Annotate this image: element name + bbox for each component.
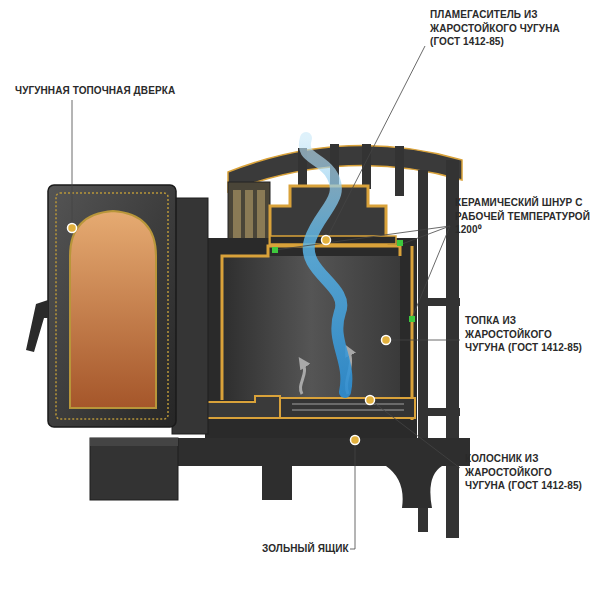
grate [280, 398, 415, 418]
firebox-cavity [222, 256, 400, 400]
leader-lines [72, 46, 460, 549]
callout-label: КОЛОСНИК ИЗ ЖАРОСТОЙКОГО ЧУГУНА (ГОСТ 14… [465, 452, 593, 493]
door-frame [172, 198, 208, 434]
callout-dots [68, 224, 391, 445]
gas-flow [305, 138, 347, 392]
panel-texture [233, 190, 265, 242]
callout-label: ЗОЛЬНЫЙ ЯЩИК [262, 542, 350, 556]
callout-label: ТОПКА ИЗ ЖАРОСТОЙКОГО ЧУГУНА (ГОСТ 1412-… [465, 314, 593, 355]
fire-door [48, 185, 176, 427]
cord-marks [272, 240, 415, 322]
door-handle [26, 300, 48, 352]
stove-base [175, 438, 470, 508]
ash-drawer [90, 438, 178, 500]
callout-label: ЧУГУННАЯ ТОПОЧНАЯ ДВЕРКА [15, 84, 215, 98]
grate-slots [292, 404, 404, 410]
door-glass [70, 211, 156, 408]
callout-label: КЕРАМИЧЕСКИЙ ШНУР С РАБОЧЕЙ ТЕМПЕРАТУРОЙ… [455, 196, 593, 237]
door-beading [56, 193, 168, 419]
callout-label: ПЛАМЕГАСИТЕЛЬ ИЗ ЖАРОСТОЙКОГО ЧУГУНА (ГО… [430, 8, 580, 49]
